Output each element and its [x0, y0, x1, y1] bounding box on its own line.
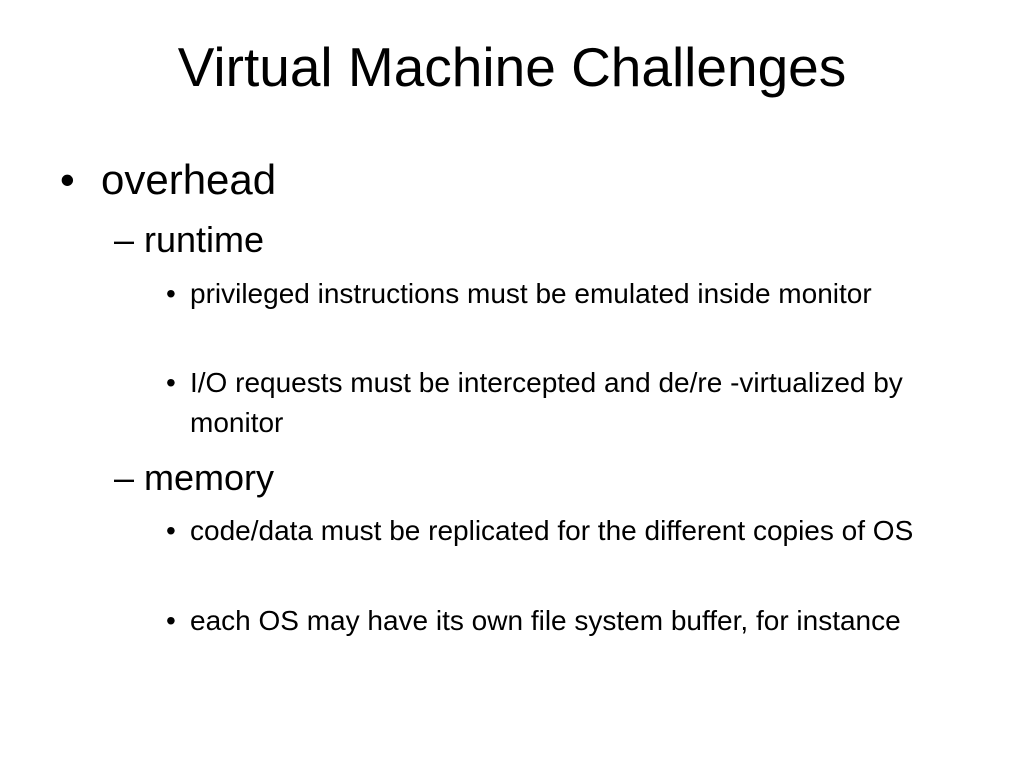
point-text: each OS may have its own file system buf…	[190, 605, 901, 636]
bullet-icon: •	[166, 515, 176, 546]
point-file-system-buffer: • each OS may have its own file system b…	[166, 601, 926, 641]
point-text: I/O requests must be intercepted and de/…	[190, 367, 903, 438]
subitem-label: memory	[144, 457, 275, 498]
bullet-icon: •	[166, 278, 176, 309]
bullet-label: overhead	[101, 156, 277, 203]
point-text: code/data must be replicated for the dif…	[190, 515, 914, 546]
point-text: privileged instructions must be emulated…	[190, 278, 872, 309]
bullet-icon: •	[60, 156, 75, 203]
subitem-memory: –memory	[114, 457, 274, 499]
subitem-runtime: –runtime	[114, 219, 264, 261]
dash-icon: –	[114, 457, 135, 498]
point-io-requests: • I/O requests must be intercepted and d…	[166, 363, 926, 443]
dash-icon: –	[114, 219, 135, 260]
bullet-icon: •	[166, 367, 176, 398]
point-code-data-replicated: • code/data must be replicated for the d…	[166, 511, 926, 551]
subitem-label: runtime	[144, 219, 265, 260]
point-privileged-instructions: • privileged instructions must be emulat…	[166, 274, 926, 314]
slide-title: Virtual Machine Challenges	[177, 36, 847, 98]
bullet-icon: •	[166, 605, 176, 636]
